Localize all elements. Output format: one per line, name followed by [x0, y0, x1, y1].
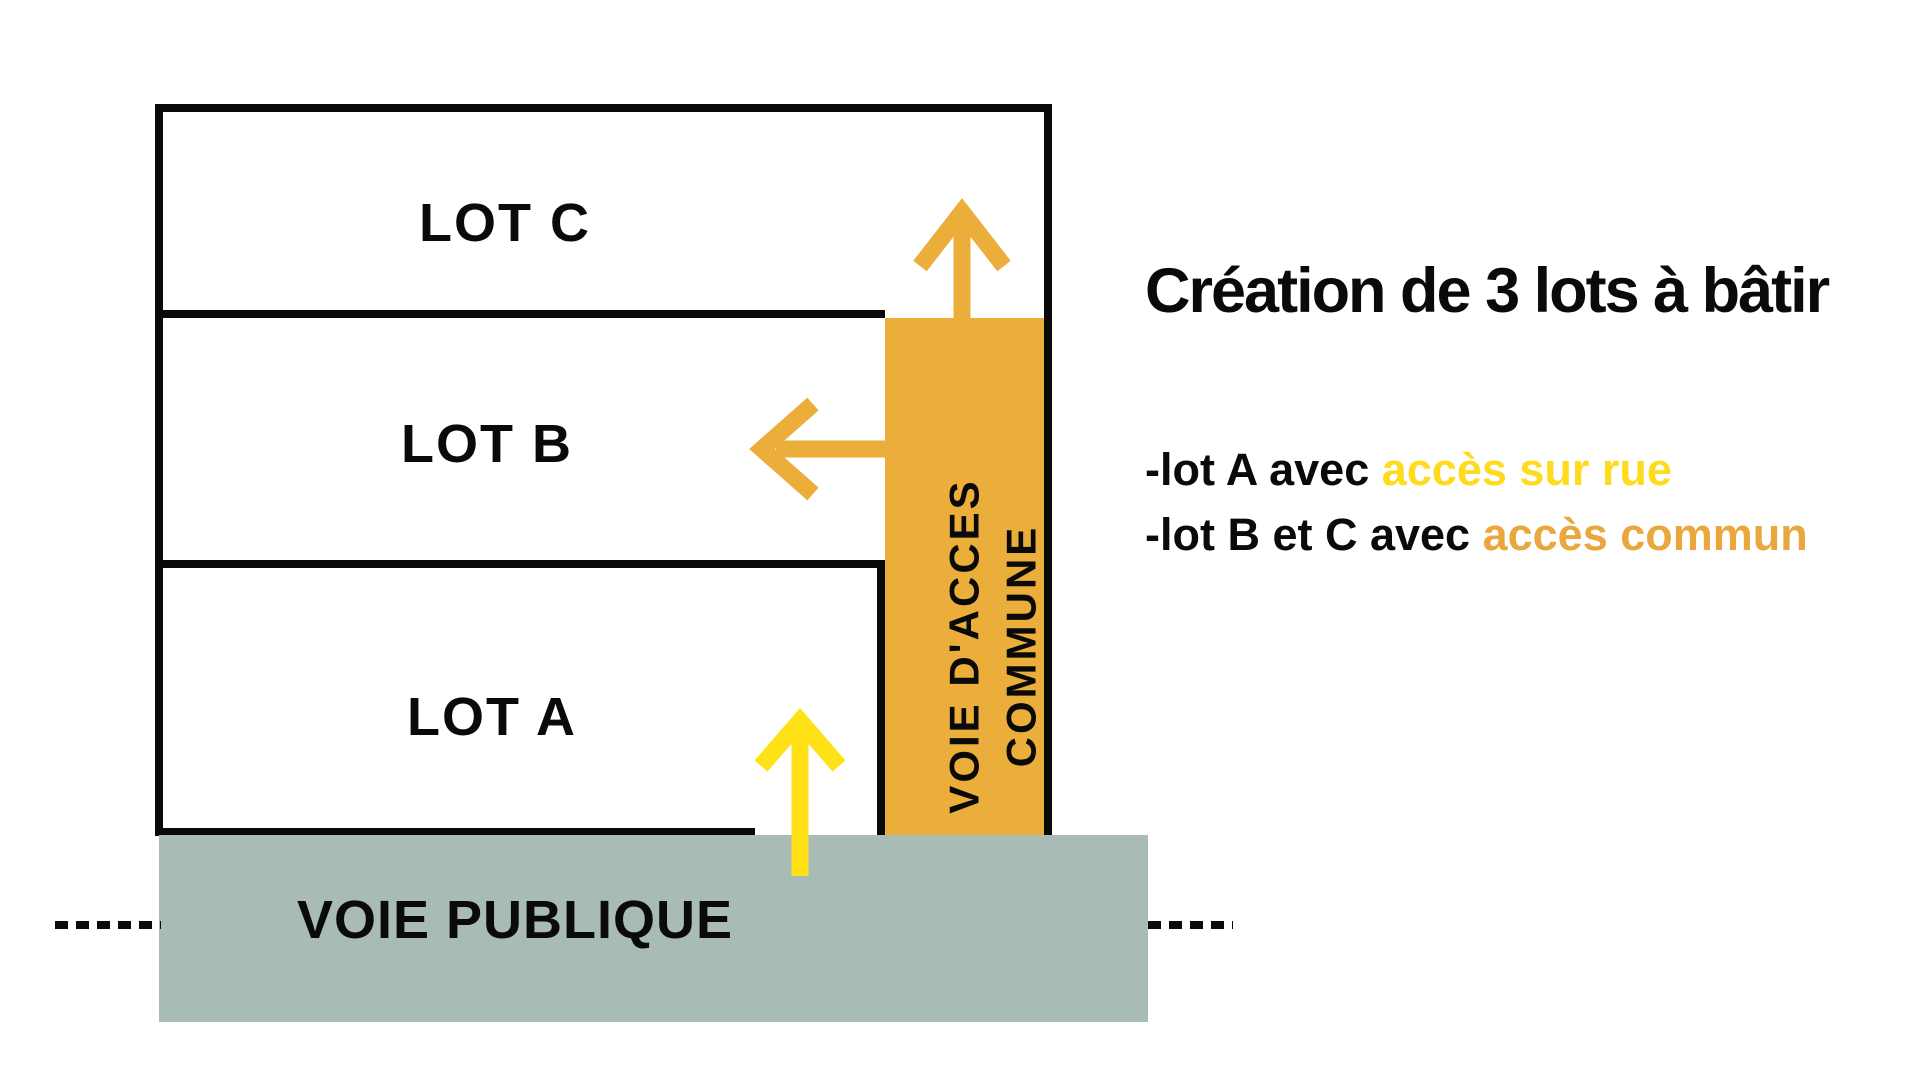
lot-c-label: LOT C: [419, 193, 591, 253]
note-lot-a: -lot A avec accès sur rue: [1145, 444, 1672, 496]
note-lot-a-highlight: accès sur rue: [1381, 444, 1672, 495]
common-access-label-line2: COMMUNE: [998, 524, 1045, 768]
lot-c-top-border: [155, 104, 1052, 112]
lot-a-street-access-up-arrow-icon: [754, 708, 846, 876]
public-road-strip: [159, 835, 1148, 1022]
lot-b-access-left-arrow-icon: [749, 397, 893, 501]
parcel-right-border: [1044, 104, 1052, 836]
public-road-label: VOIE PUBLIQUE: [296, 890, 734, 950]
road-axis-dashes-right: [1148, 921, 1233, 929]
diagram-title: Création de 3 lots à bâtir: [1145, 256, 1830, 326]
lot-a-right-border: [877, 560, 885, 836]
common-access-label-line1: VOIE D'ACCES: [941, 478, 988, 814]
lot-a-bottom-border: [155, 828, 755, 836]
common-access-label: VOIE D'ACCES COMMUNE: [936, 478, 1050, 813]
common-access-up-arrow-icon: [913, 198, 1011, 335]
lot-a-label: LOT A: [407, 687, 577, 747]
note-lot-a-prefix: -lot A avec: [1145, 444, 1382, 495]
lot-a-top-border: [155, 560, 885, 568]
lot-b-label: LOT B: [401, 414, 573, 474]
note-lot-b-c-prefix: -lot B et C avec: [1145, 509, 1483, 560]
common-access-label-box: VOIE D'ACCES COMMUNE: [893, 478, 1093, 813]
note-lot-b-c-highlight: accès commun: [1482, 509, 1808, 560]
lot-c-bottom-border: [155, 310, 885, 318]
road-axis-dashes-left: [55, 921, 161, 929]
common-access-strip: [885, 318, 1044, 835]
note-lot-b-c: -lot B et C avec accès commun: [1145, 509, 1808, 561]
parcel-left-border: [155, 104, 163, 836]
